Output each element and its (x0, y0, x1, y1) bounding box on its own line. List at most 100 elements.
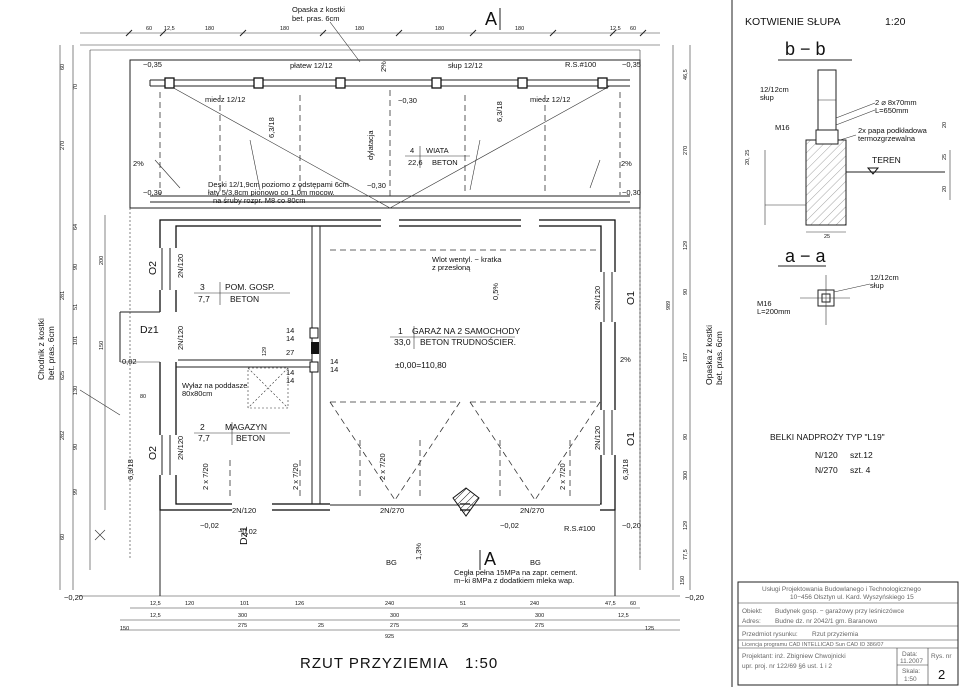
svg-text:0,02: 0,02 (122, 357, 137, 366)
svg-text:6,3/18: 6,3/18 (267, 117, 276, 138)
svg-text:51: 51 (73, 304, 79, 310)
svg-text:90: 90 (73, 444, 79, 450)
room-floor: BETON (432, 158, 458, 167)
walkway (79, 361, 616, 596)
svg-text:47,5: 47,5 (605, 601, 616, 607)
svg-text:Adres:: Adres: (742, 618, 761, 625)
svg-text:14: 14 (286, 368, 294, 377)
svg-text:90: 90 (73, 264, 79, 270)
svg-text:14: 14 (286, 376, 294, 385)
svg-text:Skala:: Skala: (902, 668, 920, 675)
svg-text:2x papa podkładowa: 2x papa podkładowa (858, 126, 928, 135)
svg-text:12,5: 12,5 (618, 613, 629, 619)
svg-text:MAGAZYN: MAGAZYN (225, 422, 267, 432)
svg-text:Wyłaz na poddasze: Wyłaz na poddasze (182, 381, 247, 390)
svg-text:125: 125 (645, 626, 654, 632)
svg-text:Rzut przyziemia: Rzut przyziemia (812, 631, 859, 638)
level-tr: −0,35 (622, 60, 641, 69)
svg-text:2: 2 (938, 667, 945, 682)
detail-scale: 1:20 (885, 16, 906, 28)
lintel-heading: BELKI NADPROŻY TYP "L19" (770, 432, 885, 442)
svg-text:25: 25 (942, 154, 948, 160)
right-dimensions: 46,5 270 129 90 989 187 90 300 129 77,5 … (666, 69, 689, 585)
svg-text:925: 925 (385, 634, 394, 640)
svg-text:300: 300 (683, 471, 689, 480)
dim-top: 180 (355, 26, 364, 32)
svg-text:90: 90 (683, 434, 689, 440)
svg-text:14: 14 (286, 326, 294, 335)
svg-text:słup: słup (870, 281, 884, 290)
svg-text:L=650mm: L=650mm (875, 106, 909, 115)
svg-text:−0,20: −0,20 (64, 593, 83, 602)
svg-text:129: 129 (683, 521, 689, 530)
title-block: Usługi Projektowania Budowlanego i Techn… (737, 581, 959, 686)
dim-top: 180 (515, 26, 524, 32)
label-dylatacja: dylatacja (366, 130, 375, 160)
svg-text:O2: O2 (147, 261, 159, 275)
svg-text:7,7: 7,7 (198, 433, 210, 443)
svg-text:60: 60 (60, 64, 66, 70)
svg-text:z przesłoną: z przesłoną (432, 263, 471, 272)
svg-text:BETON TRUDNOŚCIER.: BETON TRUDNOŚCIER. (420, 336, 516, 347)
level-mc: −0,30 (367, 181, 386, 190)
zero-level: ±0,00=110,80 (395, 360, 447, 370)
room-no: 4 (410, 146, 414, 155)
svg-text:2N/270: 2N/270 (520, 506, 544, 515)
svg-text:Rys. nr: Rys. nr (931, 653, 952, 660)
svg-text:300: 300 (390, 613, 399, 619)
svg-text:20: 20 (942, 122, 948, 128)
note-opaska: Opaska z kostki (704, 325, 714, 385)
svg-text:2N/120: 2N/120 (593, 426, 602, 450)
detail-title: KOTWIENIE SŁUPA (745, 16, 841, 28)
svg-text:R.S.#100: R.S.#100 (564, 524, 595, 533)
svg-text:2N/120: 2N/120 (593, 286, 602, 310)
dim-top: 12,5 (164, 26, 175, 32)
svg-text:989: 989 (666, 301, 672, 310)
level-roof-mid: −0,30 (398, 96, 417, 105)
svg-text:300: 300 (238, 613, 247, 619)
svg-text:20, 25: 20, 25 (745, 150, 751, 165)
svg-text:POM. GOSP.: POM. GOSP. (225, 282, 275, 292)
slope-right: 2% (621, 159, 632, 168)
svg-text:2 x 7/20: 2 x 7/20 (558, 463, 567, 490)
level-mr: −0,30 (622, 188, 641, 197)
svg-text:275: 275 (535, 623, 544, 629)
svg-text:12,5: 12,5 (150, 613, 161, 619)
drawing-title: RZUT PRZYZIEMIA (300, 655, 449, 672)
svg-text:33,0: 33,0 (394, 337, 411, 347)
dim-top: 180 (435, 26, 444, 32)
svg-text:szt. 4: szt. 4 (850, 465, 871, 475)
svg-text:150: 150 (120, 626, 129, 632)
svg-text:80: 80 (140, 394, 146, 400)
svg-text:−0,02: −0,02 (500, 521, 519, 530)
note-chodnik: Chodnik z kostki (36, 318, 46, 380)
svg-text:Projektant: inż. Zbigniew Chwo: Projektant: inż. Zbigniew Chwojnicki (742, 653, 846, 660)
svg-text:101: 101 (240, 601, 249, 607)
room-labels: 3 POM. GOSP. 7,7 BETON 1 GARAŻ NA 2 SAMO… (64, 254, 704, 602)
svg-text:27: 27 (286, 348, 294, 357)
svg-text:BG: BG (386, 558, 397, 567)
svg-text:150: 150 (99, 341, 105, 350)
svg-text:N/270: N/270 (815, 465, 838, 475)
dim-top: 180 (280, 26, 289, 32)
svg-text:14: 14 (330, 357, 338, 366)
svg-text:2 ⌀ 8x70mm: 2 ⌀ 8x70mm (875, 98, 917, 107)
svg-text:25: 25 (824, 234, 830, 240)
level-tl: −0,35 (143, 60, 162, 69)
svg-text:Obiekt:: Obiekt: (742, 608, 763, 615)
left-dimensions: 60 270 70 64 90 281 51 101 625 130 282 9… (60, 64, 146, 540)
svg-text:10−456 Olsztyn ul. Kard. Wyszy: 10−456 Olsztyn ul. Kard. Wyszyńskiego 15 (790, 594, 914, 601)
anchor-detail: KOTWIENIE SŁUPA 1:20 b − b 12/12cm słup … (745, 16, 951, 325)
dim-top: 180 (205, 26, 214, 32)
lintel-table: BELKI NADPROŻY TYP "L19" N/120 szt.12 N/… (770, 432, 885, 475)
svg-text:0,5%: 0,5% (491, 283, 500, 300)
svg-text:275: 275 (238, 623, 247, 629)
svg-text:Wlot wentyl. − kratka: Wlot wentyl. − kratka (432, 255, 502, 264)
svg-text:25: 25 (318, 623, 324, 629)
svg-text:187: 187 (683, 353, 689, 362)
svg-text:101: 101 (73, 336, 79, 345)
svg-text:słup: słup (760, 93, 774, 102)
top-note: Opaska z kostki (292, 5, 345, 14)
svg-text:BETON: BETON (230, 294, 259, 304)
